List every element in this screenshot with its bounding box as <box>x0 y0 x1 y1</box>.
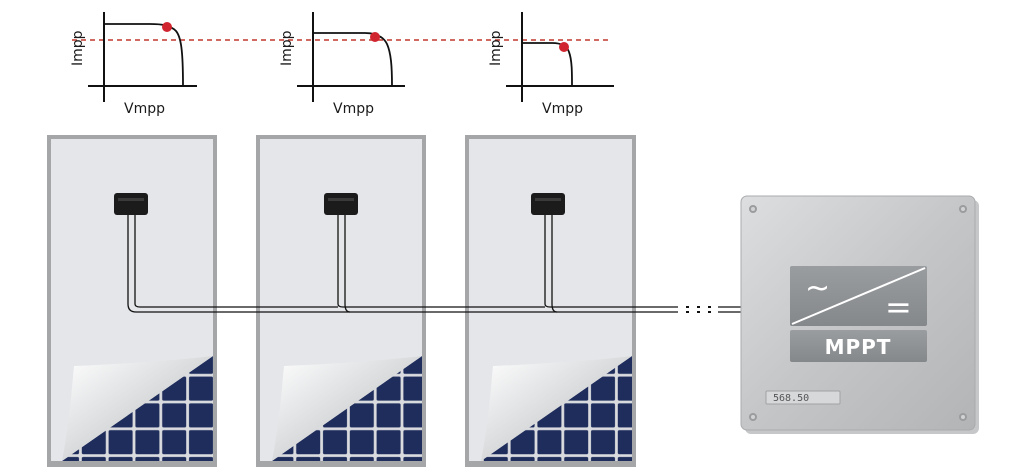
mpp-point-icon <box>162 22 172 32</box>
lcd-reading: 568.50 <box>773 393 809 404</box>
iv-curve-chart-2: Impp Vmpp <box>279 12 405 117</box>
string-cable <box>127 303 742 313</box>
peeled-corner <box>62 356 213 461</box>
peeled-corner <box>481 356 632 461</box>
screw-icon <box>959 205 967 213</box>
peeled-corner <box>272 356 422 461</box>
mppt-label: MPPT <box>825 335 892 359</box>
mpp-point-icon <box>559 42 569 52</box>
iv-curve <box>522 42 573 87</box>
iv-curve-chart-1: Impp Vmpp <box>70 12 197 117</box>
y-axis-label: Impp <box>70 30 86 66</box>
dc-symbol: = <box>885 288 912 326</box>
y-axis-label: Impp <box>279 30 295 66</box>
continuation-dots <box>686 306 711 313</box>
iv-curve <box>313 32 393 87</box>
iv-curve-chart-3: Impp Vmpp <box>488 12 614 117</box>
ac-symbol: ~ <box>805 271 830 306</box>
mpp-point-icon <box>370 32 380 42</box>
junction-box-icon <box>114 193 148 215</box>
solar-panel-2 <box>256 135 426 467</box>
x-axis-label: Vmpp <box>333 101 374 117</box>
junction-box-icon <box>324 193 358 215</box>
inverter: ~ = MPPT 568.50 <box>740 195 979 434</box>
lcd-display <box>765 390 841 405</box>
y-axis-label: Impp <box>488 30 504 66</box>
iv-curve <box>104 23 184 87</box>
solar-panel-3 <box>465 135 636 467</box>
mppt-label-panel <box>790 330 927 362</box>
screw-icon <box>959 413 967 421</box>
converter-diagonal <box>791 267 926 325</box>
solar-panel-1 <box>47 135 217 467</box>
x-axis-label: Vmpp <box>542 101 583 117</box>
x-axis-label: Vmpp <box>124 101 165 117</box>
junction-box-icon <box>531 193 565 215</box>
screw-icon <box>749 205 757 213</box>
screw-icon <box>749 413 757 421</box>
